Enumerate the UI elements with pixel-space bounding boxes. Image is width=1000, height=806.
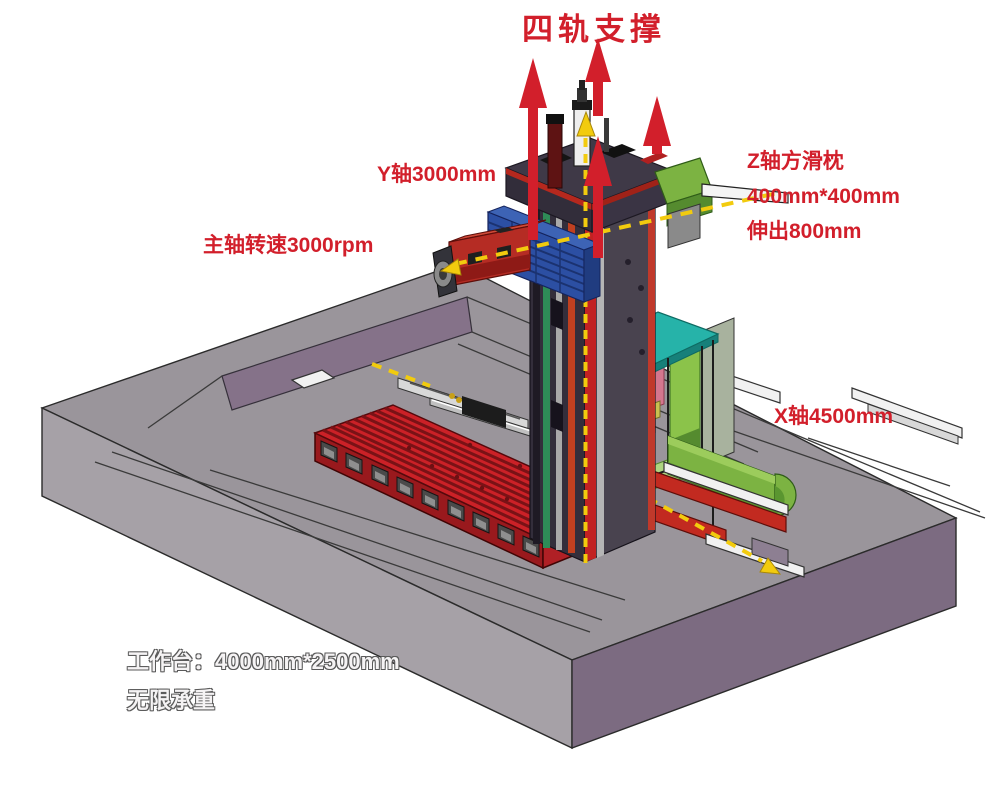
y-axis-dashed-line xyxy=(576,110,596,566)
x-axis-label: X轴4500mm xyxy=(774,405,894,428)
z-ram-bracket xyxy=(654,157,789,249)
x-axis-direction xyxy=(647,496,782,575)
z-ram-label-line1: Z轴方滑枕 xyxy=(747,150,844,173)
support-arrow-2-icon xyxy=(585,38,611,116)
y-axis-arrowhead-icon xyxy=(576,110,596,137)
spindle-speed-label: 主轴转速3000rpm xyxy=(203,234,374,257)
z-axis-dashed-line xyxy=(439,190,783,276)
counterweight-cylinder xyxy=(547,121,563,189)
support-arrow-1-icon xyxy=(519,58,547,240)
support-arrow-3-icon xyxy=(584,136,612,258)
x-axis-arrowhead-icon xyxy=(759,557,782,575)
worktable-size-label: 工作台：4000mm*2500mm xyxy=(127,649,400,674)
y-axis-label: Y轴3000mm xyxy=(377,163,497,186)
z-ram-label-line2: 400mm*400mm xyxy=(747,185,900,208)
worktable-capacity-label: 无限承重 xyxy=(127,688,216,713)
z-ram-label: Z轴方滑枕 400mm*400mm 伸出800mm xyxy=(747,144,900,249)
spindle-ram xyxy=(432,219,547,298)
rail-support-arrows xyxy=(519,38,671,258)
worktable-pockets xyxy=(320,440,540,558)
z-axis-arrowhead-icon xyxy=(439,258,462,276)
x-axis-bed-right xyxy=(617,387,963,578)
z-ram-label-line3: 伸出800mm xyxy=(747,220,862,243)
title-label: 四轨支撑 xyxy=(522,12,666,47)
support-arrow-4-icon xyxy=(643,96,671,154)
